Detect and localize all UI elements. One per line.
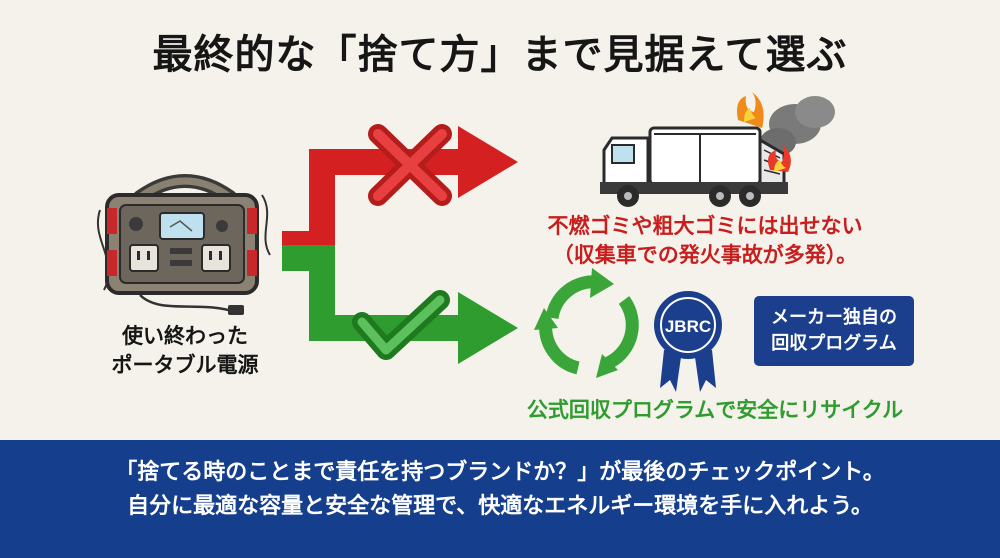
check-mark-icon bbox=[352, 290, 450, 360]
garbage-truck-fire-icon bbox=[600, 92, 835, 207]
maker-program-line1: メーカー独自の bbox=[771, 307, 897, 328]
device-caption-line2: ポータブル電源 bbox=[111, 353, 259, 377]
jbrc-badge-icon: JBRC bbox=[654, 291, 722, 392]
disposal-warning-line2: （収集車での発火事故が多発）。 bbox=[552, 243, 858, 267]
red-path-arrow bbox=[282, 126, 518, 257]
banner-line1: 「捨てる時のことまで責任を持つブランドか？」が最後のチェックポイント。 bbox=[115, 460, 885, 485]
recycle-program-text: 公式回収プログラムで安全にリサイクル bbox=[526, 398, 904, 422]
recycle-arrows-icon bbox=[534, 268, 639, 378]
jbrc-badge-label: JBRC bbox=[665, 317, 711, 336]
maker-program-box: メーカー独自の 回収プログラム bbox=[754, 296, 914, 366]
disposal-warning-line1: 不燃ゴミや粗大ゴミには出せない bbox=[547, 214, 863, 238]
portable-power-station-icon bbox=[96, 174, 271, 315]
device-caption: 使い終わった ポータブル電源 bbox=[70, 322, 300, 380]
maker-program-line2: 回収プログラム bbox=[771, 333, 897, 354]
cross-mark-icon bbox=[368, 124, 452, 206]
green-path-arrow bbox=[282, 245, 518, 364]
page-title: 最終的な「捨て方」まで見据えて選ぶ bbox=[152, 32, 848, 78]
banner-line2: 自分に最適な容量と安全な管理で、快適なエネルギー環境を手に入れよう。 bbox=[127, 494, 873, 519]
flow-diagram: JBRC bbox=[96, 92, 835, 392]
disposal-warning-text: 不燃ゴミや粗大ゴミには出せない （収集車での発火事故が多発）。 bbox=[525, 212, 885, 270]
device-caption-line1: 使い終わった bbox=[122, 324, 248, 348]
bottom-banner: 「捨てる時のことまで責任を持つブランドか？」が最後のチェックポイント。 自分に最… bbox=[0, 440, 1000, 558]
